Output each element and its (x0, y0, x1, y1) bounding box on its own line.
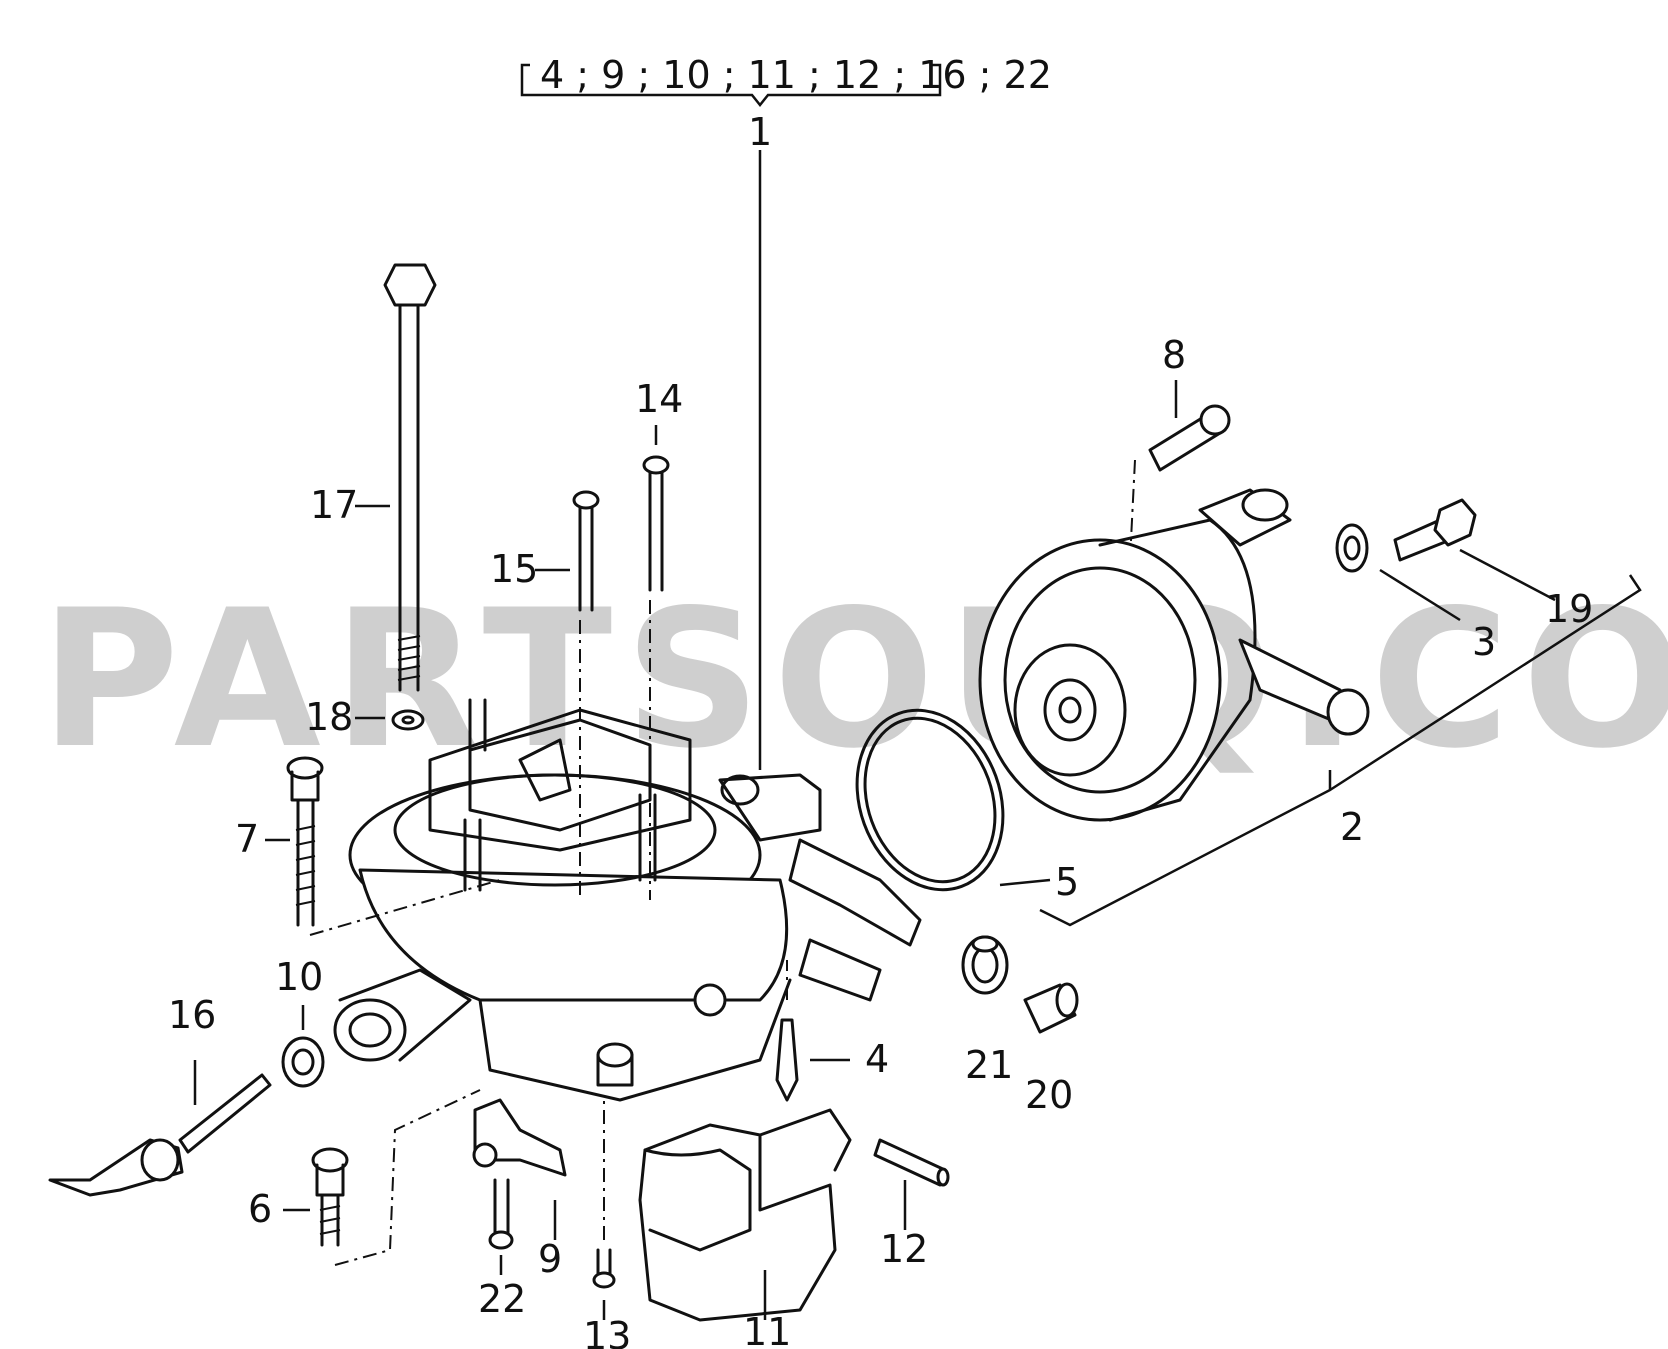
callout-15: 15 (490, 547, 538, 591)
washer-18 (355, 709, 425, 731)
bracket-9 (472, 1098, 567, 1240)
clamp-21 (961, 935, 1009, 995)
screw-8 (1129, 380, 1231, 561)
callout-labels: 1 2 3 4 5 6 7 8 9 10 11 12 13 14 15 16 1… (168, 110, 1593, 1349)
header-group: 4 ; 9 ; 10 ; 11 ; 12 ; 16 ; 22 (520, 53, 1052, 770)
callout-3: 3 (1472, 620, 1496, 664)
callout-12: 12 (880, 1227, 928, 1271)
lever-16 (48, 1060, 272, 1197)
watermark-text: PARTSOUQ.COM (40, 569, 1668, 790)
callout-5: 5 (1055, 860, 1079, 904)
gasket-5 (855, 708, 1051, 892)
screw-7 (265, 756, 501, 936)
callout-1: 1 (748, 110, 772, 154)
callout-7: 7 (235, 817, 259, 861)
callout-20: 20 (1025, 1073, 1073, 1117)
callout-14: 14 (635, 377, 683, 421)
seal-10 (281, 1005, 325, 1088)
callout-8: 8 (1162, 333, 1186, 377)
callout-17: 17 (310, 483, 358, 527)
callout-22: 22 (478, 1277, 526, 1321)
needle-4 (775, 960, 850, 1102)
screw-22 (488, 1178, 514, 1275)
plug-20 (1023, 982, 1079, 1034)
callout-4: 4 (865, 1037, 889, 1081)
bolt-19 (1393, 498, 1556, 602)
callout-6: 6 (248, 1187, 272, 1231)
callout-13: 13 (583, 1314, 631, 1349)
callout-18: 18 (305, 695, 353, 739)
long-bolt-17 (355, 263, 437, 692)
jet-15 (535, 490, 600, 900)
bracket-2 (1039, 574, 1642, 927)
screw-6 (283, 1089, 481, 1266)
jet-14 (642, 425, 670, 900)
callout-16: 16 (168, 993, 216, 1037)
cover-2 (978, 488, 1370, 822)
screw-13 (592, 1095, 616, 1320)
pin-12 (873, 1138, 950, 1230)
float-11 (638, 1108, 852, 1322)
callout-2: 2 (1340, 805, 1364, 849)
header-group-label: 4 ; 9 ; 10 ; 11 ; 12 ; 16 ; 22 (540, 53, 1052, 97)
callout-21: 21 (965, 1043, 1013, 1087)
callout-11: 11 (743, 1310, 791, 1349)
carburetor-body (333, 698, 922, 1102)
callout-19: 19 (1545, 587, 1593, 631)
callout-9: 9 (538, 1237, 562, 1281)
washer-3 (1335, 523, 1461, 622)
callout-10: 10 (275, 955, 323, 999)
